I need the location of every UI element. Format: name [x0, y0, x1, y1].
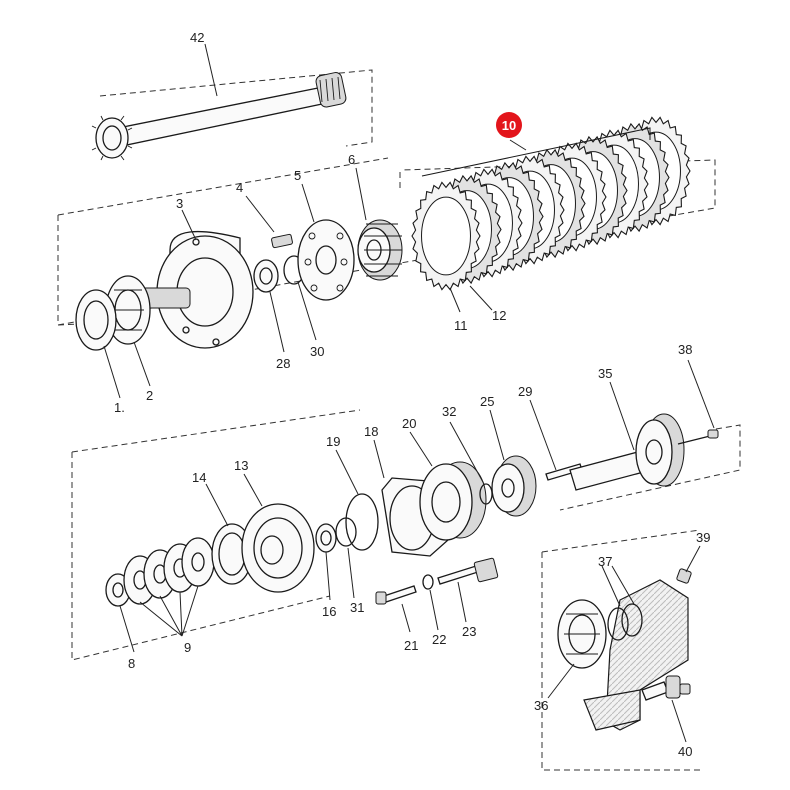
- part-25-gear: [491, 455, 537, 517]
- label-22: 22: [432, 632, 446, 647]
- part-9-spring-washers: [123, 537, 215, 605]
- label-11: 11: [454, 318, 468, 333]
- label-5: 5: [294, 168, 301, 183]
- part-1-seal: [75, 289, 117, 351]
- clutch-pack-bracket: [421, 127, 651, 177]
- part-5-pressure-plate: [297, 219, 355, 301]
- label-29: 29: [518, 384, 532, 399]
- part-22-washer: [422, 574, 434, 590]
- label-36: 36: [534, 698, 548, 713]
- label-18: 18: [364, 424, 378, 439]
- label-39: 39: [696, 530, 710, 545]
- label-37: 37: [598, 554, 612, 569]
- part-23-pin: [437, 557, 499, 585]
- label-20: 20: [402, 416, 416, 431]
- badge-10-highlight: 10: [496, 112, 522, 138]
- label-8: 8: [128, 656, 135, 671]
- label-16: 16: [322, 604, 336, 619]
- part-28-bearing: [253, 259, 279, 293]
- label-9: 9: [184, 640, 191, 655]
- label-14: 14: [192, 470, 206, 485]
- part-36-bearing: [557, 599, 607, 669]
- part-4-pin: [271, 233, 293, 249]
- label-28: 28: [276, 356, 290, 371]
- label-19: 19: [326, 434, 340, 449]
- part-37-rings: [607, 603, 643, 641]
- label-25: 25: [480, 394, 494, 409]
- label-42: 42: [190, 30, 204, 45]
- label-32: 32: [442, 404, 456, 419]
- label-10: 10: [502, 118, 516, 133]
- label-6: 6: [348, 152, 355, 167]
- part-42-shaft: [91, 72, 347, 161]
- part-39-plug: [676, 568, 692, 584]
- part-16-bearing: [315, 523, 337, 553]
- part-21-bolt: [375, 585, 417, 605]
- label-21: 21: [404, 638, 418, 653]
- part-38-pin: [707, 429, 719, 439]
- part-3-drum: [139, 230, 254, 349]
- leader-lines: [103, 43, 715, 743]
- label-12: 12: [492, 308, 506, 323]
- part-40-fitting: [641, 675, 691, 701]
- part-6-gear: [357, 219, 403, 281]
- part-10-clutch-pack: [411, 116, 691, 291]
- label-35: 35: [598, 366, 612, 381]
- housing-group-outline: [541, 529, 701, 771]
- label-3: 3: [176, 196, 183, 211]
- label-23: 23: [462, 624, 476, 639]
- label-4: 4: [236, 180, 243, 195]
- label-38: 38: [678, 342, 692, 357]
- label-31: 31: [350, 600, 364, 615]
- label-2: 2: [146, 388, 153, 403]
- label-1: 1.: [114, 400, 125, 415]
- part-35-gear-shaft: [569, 413, 711, 491]
- part-13-piston: [241, 503, 315, 593]
- part-19-snap-ring: [345, 493, 379, 551]
- label-40: 40: [678, 744, 692, 759]
- label-13: 13: [234, 458, 248, 473]
- label-30: 30: [310, 344, 324, 359]
- clutch-disc-bore: [421, 196, 471, 276]
- lower-group-outline: [71, 409, 741, 661]
- part-labels: 42 3 4 5 6 1. 2 28 30 11 12 14 13 8 9 16…: [114, 30, 710, 759]
- middle-group-outline: [57, 157, 401, 326]
- part-20-housing: [419, 461, 487, 541]
